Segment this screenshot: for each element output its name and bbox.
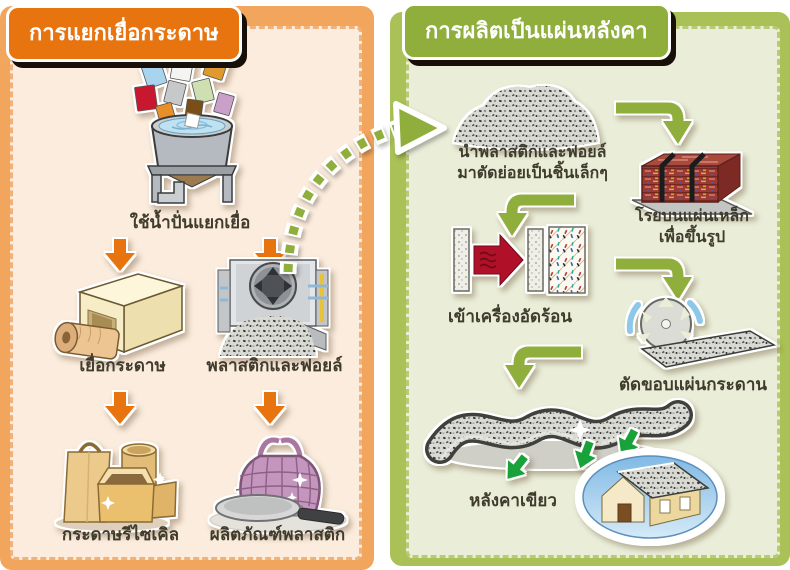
flow-arrow-left-icon — [505, 346, 581, 388]
right-panel-title: การผลิตเป็นแผ่นหลังคา — [425, 18, 648, 43]
flow-arrow-right-icon — [616, 102, 692, 144]
down-arrow-icon — [105, 392, 135, 424]
flow-arrow-right-icon — [616, 258, 692, 300]
hot-press-icon — [453, 226, 586, 294]
step-label-recycled-paper: กระดาษรีไซเคิล — [61, 525, 180, 544]
step-label-shred: นำพลาสติกและฟอยล์ มาตัดย่อยเป็นชิ้นเล็กๆ — [457, 144, 608, 182]
shredder-machine-icon — [217, 259, 329, 356]
pulper-vat-icon — [134, 51, 238, 204]
step-label-plastic-products: ผลิตภัณฑ์พลาสติก — [209, 525, 346, 544]
step-label-trim: ตัดขอบแผ่นกระดาน — [618, 375, 767, 394]
down-arrow-icon — [255, 239, 285, 271]
left-panel-title-badge: การแยกเยื่อกระดาษ — [6, 5, 242, 62]
plastic-products-icon — [209, 437, 347, 533]
right-panel-title-badge: การผลิตเป็นแผ่นหลังคา — [402, 3, 671, 60]
step-label-spread: โรยบนแผ่นเหล็ก เพื่อขึ้นรูป — [635, 208, 749, 246]
green-roof-house-icon — [577, 450, 723, 544]
pulp-roll-machine-icon — [54, 273, 185, 360]
step-label-plastic-foil: พลาสติกและฟอยล์ — [206, 356, 343, 375]
small-green-arrows-icon — [507, 428, 639, 479]
down-arrow-icon — [105, 239, 135, 271]
left-panel-title: การแยกเยื่อกระดาษ — [29, 20, 219, 45]
step-label-hot-press: เข้าเครื่องอัดร้อน — [447, 307, 572, 326]
saw-trim-icon — [626, 297, 777, 368]
flow-arrow-left-icon — [498, 194, 574, 236]
step-label-pulp: เยื่อกระดาษ — [79, 356, 166, 375]
transfer-dashed-arrow-icon — [279, 101, 447, 275]
down-arrow-icon — [255, 392, 285, 424]
foil-stack-icon — [631, 152, 753, 215]
shredded-pile-icon — [454, 85, 598, 149]
step-label-pulping: ใช้น้ำปั่นแยกเยื่อ — [129, 213, 251, 232]
step-label-green-roof: หลังคาเขียว — [469, 491, 557, 510]
recycled-paper-icon — [56, 442, 177, 531]
